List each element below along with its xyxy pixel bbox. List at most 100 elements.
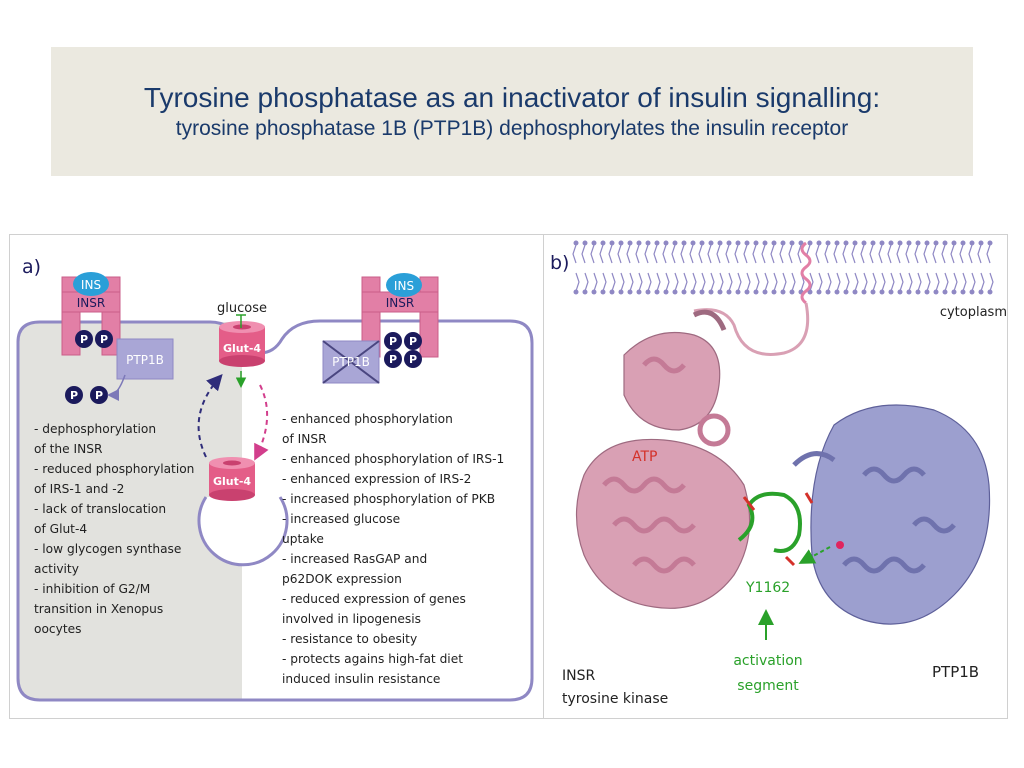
lipid-head bbox=[753, 289, 759, 295]
lipid-head bbox=[636, 289, 642, 295]
lipid-head bbox=[726, 289, 732, 295]
lipid-head bbox=[816, 289, 822, 295]
glucose-label: glucose bbox=[217, 301, 267, 316]
phospho-label: P bbox=[70, 389, 78, 402]
lipid-head bbox=[780, 289, 786, 295]
lipid-head bbox=[573, 289, 579, 295]
lipid-head bbox=[618, 289, 624, 295]
lipid-head bbox=[834, 289, 840, 295]
lipid-head bbox=[645, 240, 651, 246]
phospho-label: P bbox=[80, 333, 88, 346]
lipid-head bbox=[816, 240, 822, 246]
cytoplasm-label: cytoplasm bbox=[940, 305, 1007, 320]
effect-line: - reduced phosphorylation bbox=[34, 462, 195, 476]
lipid-head bbox=[897, 289, 903, 295]
lipid-tails bbox=[572, 244, 994, 292]
effect-line: - low glycogen synthase bbox=[34, 542, 182, 556]
lipid-head bbox=[969, 240, 975, 246]
lipid-head bbox=[771, 240, 777, 246]
effect-line: p62DOK expression bbox=[282, 572, 402, 586]
lipid-head bbox=[933, 240, 939, 246]
lipid-head bbox=[906, 289, 912, 295]
ins-left bbox=[73, 272, 109, 296]
lipid-head bbox=[735, 289, 741, 295]
lipid-head bbox=[987, 240, 993, 246]
y1162-label: Y1162 bbox=[745, 580, 790, 596]
lipid-head bbox=[681, 240, 687, 246]
insr-right-arm-right bbox=[419, 276, 439, 358]
lipid-head bbox=[600, 289, 606, 295]
atp-label: ATP bbox=[632, 449, 657, 465]
lipid-head bbox=[807, 289, 813, 295]
lipid-head bbox=[960, 240, 966, 246]
lipid-head bbox=[672, 289, 678, 295]
glut4-label-top: Glut-4 bbox=[223, 342, 261, 355]
lipid-head bbox=[852, 240, 858, 246]
lipid-head bbox=[978, 289, 984, 295]
phospho-group-left bbox=[65, 330, 113, 404]
lipid-head bbox=[843, 240, 849, 246]
insr-kinase-structure bbox=[575, 309, 751, 609]
phospho-label: P bbox=[389, 353, 397, 366]
glut4-membrane-cylinder bbox=[219, 321, 265, 367]
lipid-head bbox=[690, 240, 696, 246]
lipid-head bbox=[582, 240, 588, 246]
segment-label: segment bbox=[737, 678, 799, 694]
slide-subtitle: tyrosine phosphatase 1B (PTP1B) dephosph… bbox=[175, 117, 849, 140]
lipid-head bbox=[591, 289, 597, 295]
insr-label-right: INSR bbox=[386, 296, 414, 310]
phospho-label: P bbox=[409, 353, 417, 366]
lipid-head bbox=[636, 240, 642, 246]
lipid-head bbox=[600, 240, 606, 246]
lipid-head bbox=[663, 240, 669, 246]
lipid-head bbox=[960, 289, 966, 295]
lipid-head bbox=[942, 289, 948, 295]
effect-line: of INSR bbox=[282, 432, 327, 446]
effect-line: - increased phosphorylation of PKB bbox=[282, 492, 496, 506]
transmembrane-helix bbox=[800, 241, 812, 305]
panel-divider bbox=[543, 234, 544, 719]
lipid-head bbox=[780, 240, 786, 246]
effect-line: transition in Xenopus bbox=[34, 602, 164, 616]
juxtamembrane-linker bbox=[693, 302, 810, 356]
lipid-head bbox=[834, 240, 840, 246]
effect-line: - dephosphorylation bbox=[34, 422, 157, 436]
lipid-head bbox=[924, 240, 930, 246]
ins-label-left: INS bbox=[81, 278, 101, 292]
lipid-head bbox=[717, 240, 723, 246]
translocation-arrow-up bbox=[197, 374, 223, 458]
effect-line: - enhanced phosphorylation bbox=[282, 412, 453, 426]
lipid-head bbox=[906, 240, 912, 246]
ptp1b-structure bbox=[810, 404, 991, 625]
effect-line: induced insulin resistance bbox=[282, 672, 441, 686]
lipid-head bbox=[699, 289, 705, 295]
effect-line: of Glut-4 bbox=[34, 522, 88, 536]
glut4-vesicle-cylinder bbox=[209, 457, 255, 501]
ptp1b-helix-ribbons bbox=[792, 451, 956, 574]
effect-line: - inhibition of G2/M bbox=[34, 582, 151, 596]
lipid-head bbox=[771, 289, 777, 295]
lipid-head bbox=[627, 240, 633, 246]
lipid-head bbox=[735, 240, 741, 246]
lipid-head bbox=[825, 240, 831, 246]
phospho-group-right bbox=[384, 332, 422, 368]
effect-line: - lack of translocation bbox=[34, 502, 167, 516]
cross-line bbox=[322, 340, 380, 384]
phospho-label: P bbox=[409, 335, 417, 348]
lipid-head bbox=[879, 289, 885, 295]
cell-grey-half bbox=[18, 322, 242, 700]
lipid-head bbox=[726, 240, 732, 246]
insr-label: INSR bbox=[562, 668, 595, 684]
lipid-head bbox=[843, 289, 849, 295]
effect-line: of IRS-1 and -2 bbox=[34, 482, 125, 496]
activation-segment-loop bbox=[737, 491, 802, 553]
effect-line: involved in lipogenesis bbox=[282, 612, 421, 626]
lipid-head bbox=[744, 240, 750, 246]
lipid-head bbox=[969, 289, 975, 295]
lipid-head bbox=[618, 240, 624, 246]
lipid-head bbox=[699, 240, 705, 246]
lipid-head bbox=[762, 240, 768, 246]
lipid-head bbox=[627, 289, 633, 295]
ptp1b-crossed-label: PTP1B bbox=[332, 355, 370, 369]
effect-line: - increased glucose bbox=[282, 512, 401, 526]
